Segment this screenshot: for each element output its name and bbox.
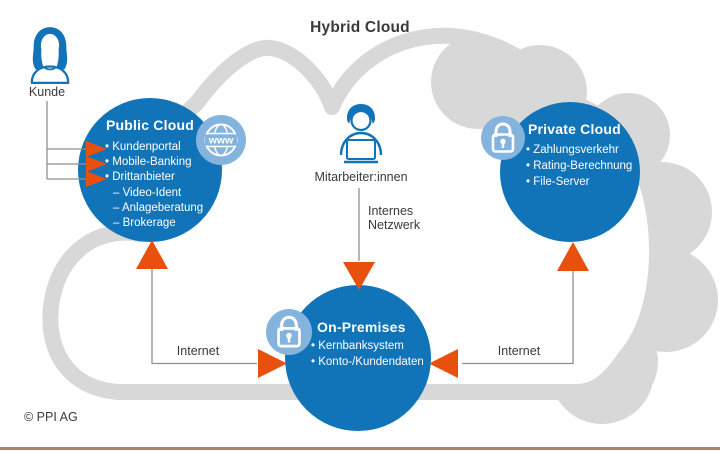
internet-left-label: Internet xyxy=(176,344,220,358)
private-cloud-list: Zahlungsverkehr Rating-Berechnung File-S… xyxy=(526,142,640,190)
svg-text:www: www xyxy=(208,135,234,147)
www-globe-icon: www xyxy=(196,115,246,165)
arrow-left-onprem xyxy=(429,349,458,378)
internal-network-label: Internes Netzwerk xyxy=(368,204,420,232)
lock-icon xyxy=(266,309,312,355)
arrow-up-public xyxy=(136,240,168,269)
list-sub-item: Video-Ident xyxy=(113,186,222,201)
list-item: Kernbanksystem xyxy=(311,339,431,355)
internet-right-label: Internet xyxy=(497,344,541,358)
list-item: Rating-Berechnung xyxy=(526,158,640,174)
list-item: Drittanbieter xyxy=(105,170,222,185)
copyright-text: © PPI AG xyxy=(24,410,78,424)
customer-label: Kunde xyxy=(28,85,66,99)
footer-divider xyxy=(0,447,720,450)
employees-icon xyxy=(333,101,389,169)
internal-network-line2: Netzwerk xyxy=(368,218,421,232)
list-item: File-Server xyxy=(526,174,640,190)
list-item: Konto-/Kundendaten xyxy=(311,355,431,371)
on-premises-node: On-Premises Kernbanksystem Konto-/Kunden… xyxy=(285,285,431,431)
list-sub-item: Brokerage xyxy=(113,216,222,231)
arrow-up-private xyxy=(557,242,589,271)
employees-label: Mitarbeiter:innen xyxy=(314,170,408,184)
internal-network-line1: Internes xyxy=(368,204,414,218)
diagram-title: Hybrid Cloud xyxy=(310,19,410,36)
lock-icon xyxy=(481,116,525,160)
list-item: Zahlungsverkehr xyxy=(526,142,640,158)
list-sub-item: Anlageberatung xyxy=(113,201,222,216)
on-premises-list: Kernbanksystem Konto-/Kundendaten xyxy=(311,339,431,370)
